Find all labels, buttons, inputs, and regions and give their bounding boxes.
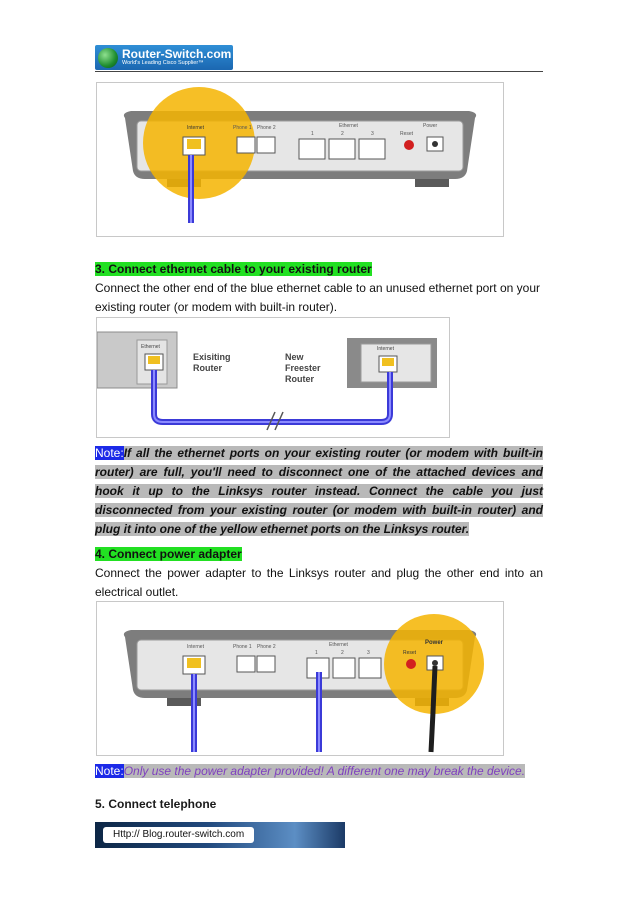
router-back-panel-illustration: Internet Phone 1 Phone 2 Ethernet 1 2 3 …	[123, 87, 477, 223]
new-router-label-2: Freester	[285, 363, 321, 373]
header-divider	[95, 71, 543, 72]
new-router-label-3: Router	[285, 374, 314, 384]
note1-label: Note:	[95, 446, 124, 460]
phone2-port-label: Phone 2	[257, 644, 276, 650]
reset-label: Reset	[403, 650, 417, 656]
note2-text: Only use the power adapter provided! A d…	[123, 764, 526, 778]
power-label: Power	[423, 123, 438, 129]
step3-heading: 3. Connect ethernet cable to your existi…	[95, 260, 543, 279]
new-router-internet-label: Internet	[377, 346, 395, 352]
internet-port-label: Internet	[187, 644, 205, 650]
ethernet-port-2-label: 2	[341, 650, 344, 656]
blog-url[interactable]: Http:// Blog.router-switch.com	[103, 827, 255, 843]
ethernet-port-3-label: 3	[371, 131, 374, 137]
note1-text: If all the ethernet ports on your existi…	[95, 446, 543, 536]
ethernet-port-1-label: 1	[311, 131, 314, 137]
phone1-port-label: Phone 1	[233, 125, 252, 131]
step4-body: Connect the power adapter to the Linksys…	[95, 566, 543, 599]
phone2-port-label: Phone 2	[257, 125, 276, 131]
note2-paragraph: Note:Only use the power adapter provided…	[95, 762, 543, 781]
ethernet-port-3-label: 3	[367, 650, 370, 656]
logo-name: Router-Switch.com	[122, 47, 232, 62]
existing-port-label: Ethernet	[141, 344, 161, 350]
step3-body: Connect the other end of the blue ethern…	[95, 281, 540, 314]
reset-button	[406, 659, 416, 669]
figure-internet-port: Internet Phone 1 Phone 2 Ethernet 1 2 3 …	[96, 82, 504, 237]
ethernet-port-1-label: 1	[315, 650, 318, 656]
router-connection-illustration: Ethernet Exisiting Router New Freester R…	[96, 331, 437, 431]
globe-icon	[98, 47, 118, 68]
ethernet-group-label: Ethernet	[339, 123, 359, 129]
note2-label: Note:	[95, 764, 124, 778]
step5-heading: 5. Connect telephone	[95, 797, 217, 811]
step4-heading: 4. Connect power adapter	[95, 545, 543, 564]
internet-port-label: Internet	[187, 125, 205, 131]
note1-paragraph: Note:If all the ethernet ports on your e…	[95, 444, 543, 539]
power-label: Power	[425, 640, 444, 646]
logo-text: Router-Switch.com World's Leading Cisco …	[122, 48, 231, 67]
router-power-illustration: Internet Phone 1 Phone 2 Ethernet 1 2 3 …	[123, 614, 484, 753]
step3-heading-text: 3. Connect ethernet cable to your existi…	[95, 262, 372, 276]
ethernet-port-2-label: 2	[341, 131, 344, 137]
phone1-port-label: Phone 1	[233, 644, 252, 650]
reset-label: Reset	[400, 131, 414, 137]
figure-power-adapter: Internet Phone 1 Phone 2 Ethernet 1 2 3 …	[96, 601, 504, 756]
blog-banner[interactable]: Http:// Blog.router-switch.com	[95, 822, 345, 848]
figure-existing-to-new-router: Ethernet Exisiting Router New Freester R…	[96, 317, 450, 438]
router-switch-logo: Router-Switch.com World's Leading Cisco …	[95, 45, 233, 70]
new-router-label-1: New	[285, 352, 305, 362]
step4-heading-text: 4. Connect power adapter	[95, 547, 242, 561]
logo-tagline: World's Leading Cisco Supplier™	[122, 60, 204, 67]
ethernet-group-label: Ethernet	[329, 642, 349, 648]
existing-router-label-1: Exisiting	[193, 352, 231, 362]
existing-router-label-2: Router	[193, 363, 222, 373]
reset-button	[404, 140, 414, 150]
